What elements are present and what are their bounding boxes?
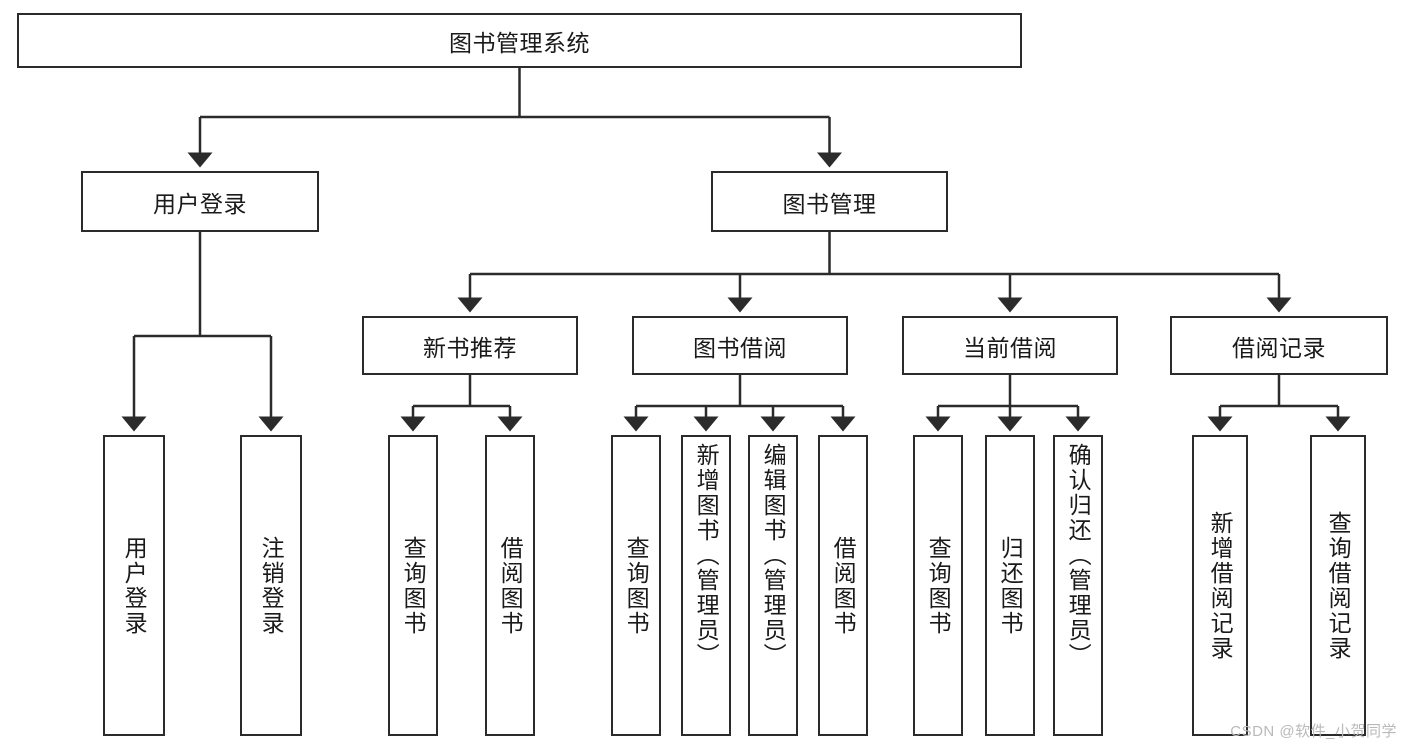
node-label: 新书推荐 [423,334,517,361]
node-label: 用户登录 [121,535,148,636]
root-node-图书管理系统: 图书管理系统 [17,13,1022,68]
leaf-node-借阅图书-3: 借阅图书 [485,435,535,736]
branch-node-新书推荐-0: 新书推荐 [362,316,578,375]
node-label: 当前借阅 [963,334,1057,361]
node-label: 查询图书 [623,535,650,636]
branch-node-图书管理-1: 图书管理 [711,171,948,232]
leaf-node-查询图书-2: 查询图书 [388,435,438,736]
node-label: 查询借阅记录 [1325,510,1352,661]
node-label: 查询图书 [400,535,427,636]
node-label: 新增借阅记录 [1207,510,1234,661]
leaf-node-新增借阅记录-11: 新增借阅记录 [1192,435,1248,736]
leaf-node-确认归还管理员-10: 确认归还（管理员） [1053,435,1103,736]
node-label: 确认归还（管理员） [1065,443,1092,668]
leaf-node-归还图书-9: 归还图书 [985,435,1035,736]
node-label: 查询图书 [925,535,952,636]
node-label: 归还图书 [997,535,1024,636]
node-label: 编辑图书（管理员） [760,443,787,668]
leaf-node-新增图书管理员-5: 新增图书（管理员） [681,435,731,736]
leaf-node-编辑图书管理员-6: 编辑图书（管理员） [748,435,798,736]
node-label: 借阅图书 [830,535,857,636]
leaf-node-注销登录-1: 注销登录 [240,435,302,736]
node-label: 新增图书（管理员） [693,443,720,668]
node-label: 注销登录 [258,535,285,636]
leaf-node-查询借阅记录-12: 查询借阅记录 [1310,435,1366,736]
node-label: 图书管理系统 [449,29,590,56]
leaf-node-用户登录-0: 用户登录 [103,435,165,736]
csdn-watermark: CSDN @软件_小贺同学 [1230,723,1397,740]
node-label: 图书管理 [782,190,877,217]
leaf-node-查询图书-8: 查询图书 [913,435,963,736]
node-label: 用户登录 [153,190,247,217]
branch-node-借阅记录-3: 借阅记录 [1170,316,1388,375]
branch-node-图书借阅-1: 图书借阅 [632,316,848,375]
branch-node-当前借阅-2: 当前借阅 [902,316,1118,375]
node-label: 图书借阅 [693,334,787,361]
branch-node-用户登录-0: 用户登录 [81,171,319,232]
node-label: 借阅记录 [1232,334,1326,361]
node-label: 借阅图书 [497,535,524,636]
leaf-node-查询图书-4: 查询图书 [611,435,661,736]
leaf-node-借阅图书-7: 借阅图书 [818,435,868,736]
